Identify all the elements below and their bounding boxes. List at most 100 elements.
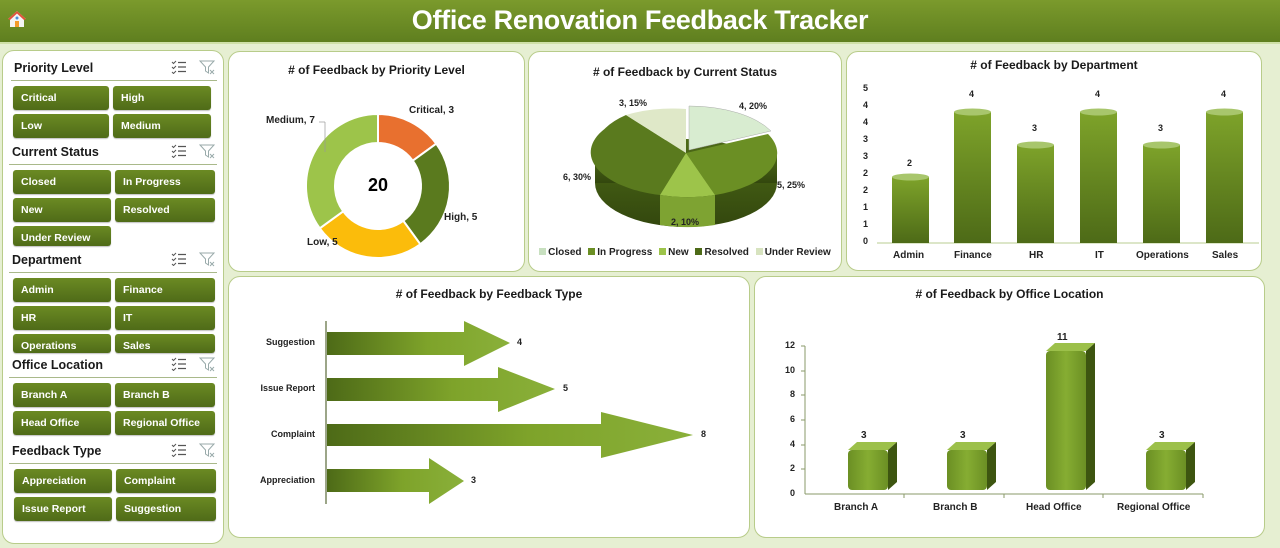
slicer-priority-level: Priority Level Critical High Low Medium	[3, 57, 225, 138]
clear-filter-icon[interactable]	[199, 252, 215, 267]
multi-select-icon[interactable]	[171, 144, 187, 158]
slicer-button-head-office[interactable]: Head Office	[13, 411, 111, 435]
slicer-button-branch-a[interactable]: Branch A	[13, 383, 111, 407]
slicer-title: Office Location	[12, 358, 103, 372]
slicer-department: Department Admin Finance HR IT Operation…	[3, 249, 225, 353]
slicer-button-appreciation[interactable]: Appreciation	[14, 469, 112, 493]
slice-under-review[interactable]	[626, 108, 686, 153]
x-tick: HR	[1029, 250, 1044, 261]
slicer-panel: Priority Level Critical High Low Medium …	[2, 50, 224, 544]
arrow-bar-chart	[325, 321, 693, 504]
bar-operations[interactable]	[1143, 141, 1180, 244]
slice-in-progress[interactable]	[686, 134, 778, 195]
clear-filter-icon[interactable]	[199, 144, 215, 159]
total-count: 20	[367, 175, 389, 195]
bar-sales[interactable]	[1206, 108, 1243, 244]
slicer-button-hr[interactable]: HR	[13, 306, 111, 330]
multi-select-icon[interactable]	[171, 357, 187, 371]
clear-filter-icon[interactable]	[199, 60, 215, 75]
value-label: 4	[1221, 89, 1227, 99]
slicer-button-medium[interactable]: Medium	[113, 114, 211, 138]
bar-admin[interactable]	[892, 173, 929, 244]
bar-head-office[interactable]	[1046, 343, 1095, 490]
bar-it[interactable]	[1080, 108, 1117, 244]
slicer-office-location: Office Location Branch A Branch B Head O…	[3, 354, 225, 435]
box-bar-chart	[801, 343, 1204, 498]
chart-office-location: # of Feedback by Office Location	[754, 276, 1265, 538]
bar-branch-a[interactable]	[848, 442, 897, 490]
slicer-button-high[interactable]: High	[113, 86, 211, 110]
chart-title: # of Feedback by Current Status	[592, 65, 778, 79]
x-tick: Branch A	[834, 502, 879, 513]
chart-feedback-type: # of Feedback by Feedback Type Suggestio…	[228, 276, 750, 538]
y-tick: Suggestion	[266, 337, 315, 347]
slicer-button-closed[interactable]: Closed	[13, 170, 111, 194]
x-tick: Sales	[1212, 250, 1239, 261]
slicer-button-suggestion[interactable]: Suggestion	[116, 497, 216, 521]
slice-closed[interactable]	[688, 105, 772, 151]
value-label: 3	[1158, 123, 1164, 133]
chart-current-status: # of Feedback by Current Status 3, 15% 4…	[528, 51, 842, 272]
value-label: 3	[471, 475, 477, 485]
slicer-button-new[interactable]: New	[13, 198, 111, 222]
x-tick: Branch B	[933, 502, 978, 513]
slicer-button-admin[interactable]: Admin	[13, 278, 111, 302]
slicer-button-low[interactable]: Low	[13, 114, 109, 138]
slicer-button-branch-b[interactable]: Branch B	[115, 383, 215, 407]
value-label: 5	[563, 383, 569, 393]
slicer-title: Feedback Type	[12, 444, 102, 458]
x-tick: Head Office	[1026, 502, 1082, 513]
clear-filter-icon[interactable]	[199, 357, 215, 372]
slice-resolved[interactable]	[590, 115, 686, 195]
y-tick: 12	[785, 340, 796, 350]
value-label: 4	[969, 89, 975, 99]
slice-medium[interactable]	[305, 112, 379, 230]
slicer-button-regional-office[interactable]: Regional Office	[115, 411, 215, 435]
value-label: 8	[701, 429, 707, 439]
value-label: 3	[960, 430, 966, 441]
bar-appreciation[interactable]	[327, 458, 464, 504]
legend-item-in-progress[interactable]: In Progress	[588, 247, 652, 258]
multi-select-icon[interactable]	[171, 252, 187, 266]
y-tick: 0	[863, 236, 869, 246]
y-tick: 1	[863, 202, 869, 212]
home-icon[interactable]	[7, 9, 27, 29]
legend-item-under-review[interactable]: Under Review	[755, 247, 831, 258]
bar-complaint[interactable]	[327, 412, 693, 458]
y-tick: 4	[863, 100, 869, 110]
y-tick: 6	[790, 414, 796, 424]
slicer-button-it[interactable]: IT	[115, 306, 215, 330]
slicer-button-under-review[interactable]: Under Review	[13, 226, 111, 246]
clear-filter-icon[interactable]	[199, 443, 215, 458]
slicer-button-sales[interactable]: Sales	[115, 334, 215, 353]
slicer-button-in-progress[interactable]: In Progress	[115, 170, 215, 194]
legend-item-resolved[interactable]: Resolved	[695, 247, 749, 258]
doughnut-chart	[305, 112, 451, 259]
x-tick: Operations	[1136, 250, 1189, 261]
chart-title: # of Feedback by Priority Level	[288, 63, 465, 77]
slicer-button-complaint[interactable]: Complaint	[116, 469, 216, 493]
slicer-button-operations[interactable]: Operations	[13, 334, 111, 353]
slicer-button-critical[interactable]: Critical	[13, 86, 109, 110]
slice-new[interactable]	[660, 153, 715, 198]
y-tick: 3	[863, 151, 869, 161]
slicer-button-issue-report[interactable]: Issue Report	[14, 497, 112, 521]
y-tick: 2	[863, 168, 869, 178]
bar-hr[interactable]	[1017, 141, 1054, 244]
cylinder-bar-chart	[877, 108, 1259, 244]
bar-finance[interactable]	[954, 108, 991, 244]
legend-item-closed[interactable]: Closed	[539, 247, 582, 258]
dashboard-header: Office Renovation Feedback Tracker	[0, 0, 1280, 44]
bar-issue-report[interactable]	[327, 367, 555, 412]
multi-select-icon[interactable]	[171, 60, 187, 74]
legend-item-new[interactable]: New	[659, 247, 689, 258]
data-label-high: High, 5	[444, 212, 478, 223]
bar-suggestion[interactable]	[327, 321, 510, 366]
bar-branch-b[interactable]	[947, 442, 996, 490]
slicer-button-finance[interactable]: Finance	[115, 278, 215, 302]
slicer-button-resolved[interactable]: Resolved	[115, 198, 215, 222]
multi-select-icon[interactable]	[171, 443, 187, 457]
y-tick: Appreciation	[259, 475, 315, 485]
bar-regional-office[interactable]	[1146, 442, 1195, 490]
y-tick: Complaint	[271, 429, 315, 439]
